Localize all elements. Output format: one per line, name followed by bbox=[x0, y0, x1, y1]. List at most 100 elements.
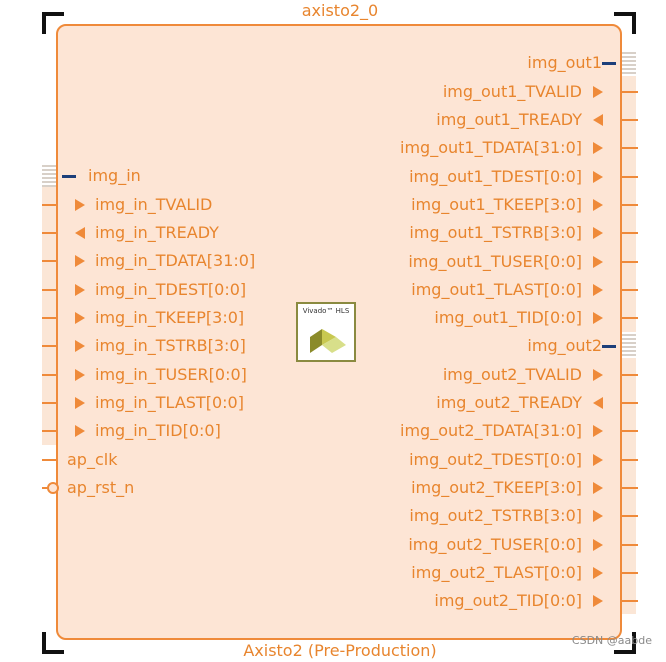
port-img-out2-tid[interactable]: img_out2_TID[0:0] bbox=[434, 591, 582, 610]
pin[interactable] bbox=[622, 572, 638, 574]
bus-grip-icon bbox=[42, 165, 56, 187]
port-img-out1-tvalid[interactable]: img_out1_TVALID bbox=[442, 82, 582, 101]
pin[interactable] bbox=[622, 261, 638, 263]
port-img-out2-tkeep[interactable]: img_out2_TKEEP[3:0] bbox=[411, 478, 582, 497]
pin[interactable] bbox=[622, 374, 638, 376]
block-instance-name: axisto2_0 bbox=[301, 1, 379, 20]
pin[interactable] bbox=[42, 204, 56, 206]
port-img-out1[interactable]: img_out1 bbox=[527, 53, 602, 72]
port-arrow-in-icon bbox=[75, 425, 85, 437]
port-img-in-tstrb[interactable]: img_in_TSTRB[3:0] bbox=[95, 336, 246, 355]
port-arrow-out-icon bbox=[593, 482, 603, 494]
port-arrow-in-icon bbox=[75, 255, 85, 267]
port-img-out2[interactable]: img_out2 bbox=[527, 336, 602, 355]
pin[interactable] bbox=[622, 232, 638, 234]
bus-grip-icon bbox=[622, 52, 636, 76]
port-img-out2-tdata[interactable]: img_out2_TDATA[31:0] bbox=[400, 421, 582, 440]
pin[interactable] bbox=[622, 430, 638, 432]
port-img-out2-tstrb[interactable]: img_out2_TSTRB[3:0] bbox=[409, 506, 582, 525]
pin[interactable] bbox=[622, 317, 638, 319]
port-arrow-in-icon bbox=[593, 114, 603, 126]
pin[interactable] bbox=[622, 544, 638, 546]
port-arrow-out-icon bbox=[593, 369, 603, 381]
pin[interactable] bbox=[42, 430, 56, 432]
logo-text: Vivado™ HLS bbox=[302, 307, 350, 315]
port-arrow-in-icon bbox=[593, 397, 603, 409]
block-footer-label: Axisto2 (Pre-Production) bbox=[243, 641, 437, 660]
pin[interactable] bbox=[42, 289, 56, 291]
port-img-out1-tdata[interactable]: img_out1_TDATA[31:0] bbox=[400, 138, 582, 157]
pin[interactable] bbox=[42, 317, 56, 319]
bus-interface-icon bbox=[62, 175, 76, 178]
vivado-hls-logo-mark bbox=[310, 329, 346, 353]
pin[interactable] bbox=[622, 204, 638, 206]
port-img-out2-tuser[interactable]: img_out2_TUSER[0:0] bbox=[408, 535, 582, 554]
port-img-out2-tdest[interactable]: img_out2_TDEST[0:0] bbox=[409, 450, 582, 469]
port-arrow-out-icon bbox=[593, 454, 603, 466]
port-img-out2-tvalid[interactable]: img_out2_TVALID bbox=[442, 365, 582, 384]
pin[interactable] bbox=[42, 459, 56, 461]
port-arrow-out-icon bbox=[593, 539, 603, 551]
bus-interface-icon bbox=[602, 62, 616, 65]
port-arrow-out-icon bbox=[593, 312, 603, 324]
port-img-out1-tlast[interactable]: img_out1_TLAST[0:0] bbox=[411, 280, 582, 299]
selection-corner-top-right bbox=[614, 12, 636, 34]
port-arrow-in-icon bbox=[75, 284, 85, 296]
reset-bubble-icon bbox=[47, 482, 59, 494]
pin[interactable] bbox=[622, 600, 638, 602]
port-arrow-out-icon bbox=[593, 425, 603, 437]
port-arrow-in-icon bbox=[75, 340, 85, 352]
port-img-out1-tid[interactable]: img_out1_TID[0:0] bbox=[434, 308, 582, 327]
port-img-in-tkeep[interactable]: img_in_TKEEP[3:0] bbox=[95, 308, 245, 327]
pin[interactable] bbox=[42, 402, 56, 404]
pin[interactable] bbox=[42, 260, 56, 262]
selection-corner-top-left bbox=[42, 12, 64, 34]
port-img-out1-tstrb[interactable]: img_out1_TSTRB[3:0] bbox=[409, 223, 582, 242]
vivado-hls-logo-icon: Vivado™ HLS bbox=[296, 302, 356, 362]
port-img-in-tvalid[interactable]: img_in_TVALID bbox=[95, 195, 213, 214]
selection-corner-bottom-left bbox=[42, 632, 64, 654]
port-img-in[interactable]: img_in bbox=[88, 166, 141, 185]
port-img-in-tdata[interactable]: img_in_TDATA[31:0] bbox=[95, 251, 256, 270]
bus-band bbox=[622, 358, 636, 614]
port-img-out1-tuser[interactable]: img_out1_TUSER[0:0] bbox=[408, 252, 582, 271]
selection-corner-bottom-right bbox=[614, 632, 636, 654]
bus-interface-icon bbox=[602, 345, 616, 348]
pin[interactable] bbox=[622, 176, 638, 178]
port-arrow-in-icon bbox=[75, 397, 85, 409]
port-img-in-tready[interactable]: img_in_TREADY bbox=[95, 223, 219, 242]
port-arrow-out-icon bbox=[593, 256, 603, 268]
bus-grip-icon bbox=[622, 334, 636, 358]
pin[interactable] bbox=[42, 374, 56, 376]
bus-band bbox=[42, 187, 56, 445]
pin[interactable] bbox=[622, 487, 638, 489]
port-img-out1-tready[interactable]: img_out1_TREADY bbox=[436, 110, 582, 129]
port-img-in-tid[interactable]: img_in_TID[0:0] bbox=[95, 421, 221, 440]
port-arrow-out-icon bbox=[75, 227, 85, 239]
port-arrow-in-icon bbox=[75, 369, 85, 381]
port-img-out2-tlast[interactable]: img_out2_TLAST[0:0] bbox=[411, 563, 582, 582]
port-img-in-tlast[interactable]: img_in_TLAST[0:0] bbox=[95, 393, 244, 412]
port-arrow-out-icon bbox=[593, 171, 603, 183]
pin[interactable] bbox=[622, 402, 638, 404]
pin[interactable] bbox=[622, 119, 638, 121]
pin[interactable] bbox=[622, 459, 638, 461]
port-ap-rst-n[interactable]: ap_rst_n bbox=[67, 478, 135, 497]
port-arrow-out-icon bbox=[593, 86, 603, 98]
port-arrow-out-icon bbox=[593, 284, 603, 296]
pin[interactable] bbox=[622, 91, 638, 93]
pin[interactable] bbox=[622, 289, 638, 291]
port-img-out1-tdest[interactable]: img_out1_TDEST[0:0] bbox=[409, 167, 582, 186]
port-img-out2-tready[interactable]: img_out2_TREADY bbox=[436, 393, 582, 412]
port-arrow-in-icon bbox=[75, 199, 85, 211]
pin[interactable] bbox=[622, 147, 638, 149]
pin[interactable] bbox=[42, 232, 56, 234]
pin[interactable] bbox=[42, 345, 56, 347]
port-img-out1-tkeep[interactable]: img_out1_TKEEP[3:0] bbox=[411, 195, 582, 214]
port-arrow-out-icon bbox=[593, 142, 603, 154]
port-ap-clk[interactable]: ap_clk bbox=[67, 450, 118, 469]
port-img-in-tdest[interactable]: img_in_TDEST[0:0] bbox=[95, 280, 247, 299]
port-img-in-tuser[interactable]: img_in_TUSER[0:0] bbox=[95, 365, 247, 384]
pin[interactable] bbox=[622, 515, 638, 517]
port-arrow-out-icon bbox=[593, 199, 603, 211]
